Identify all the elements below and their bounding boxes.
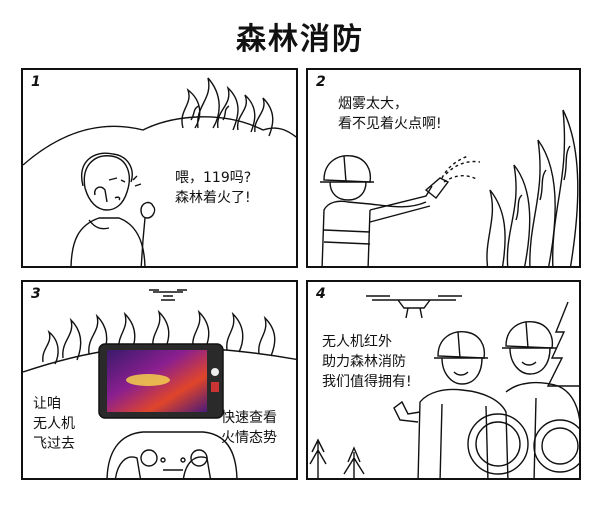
comic-panel-4: 4 无人机红外 助力森林消防 我们值得拥有! [306, 280, 581, 480]
comic-panel-2: 2 烟雾太大， 看不见着火点啊! [306, 68, 581, 268]
speech-line: 烟雾太大， [338, 96, 408, 112]
speech-line: 看不见着火点啊! [338, 116, 442, 132]
panel-number: 2 [316, 74, 326, 90]
panel-number: 1 [31, 74, 41, 90]
panel-2-speech: 烟雾太大， 看不见着火点啊! [338, 94, 442, 134]
speech-line: 无人机红外 [322, 334, 392, 350]
panel-4-drawing [309, 295, 579, 478]
panel-3-right-speech: 快速查看 火情态势 [221, 408, 277, 448]
comic-title: 森林消防 [236, 22, 364, 57]
speech-line: 助力森林消防 [322, 354, 406, 370]
panel-3-drawing [23, 289, 296, 478]
comic-panel-1: 1 喂，119吗? 森林着火了! [21, 68, 298, 268]
panel-2-drawing [320, 109, 579, 266]
panel-3-left-speech: 让咱 无人机 飞过去 [33, 394, 75, 454]
comic-panel-3: 3 让咱 无人机 飞过去 快速查看 火情态势 [21, 280, 298, 480]
speech-line: 喂，119吗? [175, 170, 252, 186]
speech-line: 无人机 [33, 416, 75, 432]
speech-line: 让咱 [33, 396, 61, 412]
speech-line: 火情态势 [221, 430, 277, 446]
speech-line: 森林着火了! [175, 190, 251, 206]
speech-line: 快速查看 [221, 410, 277, 426]
panel-number: 4 [316, 286, 326, 302]
speech-line: 我们值得拥有! [322, 374, 412, 390]
panel-1-speech: 喂，119吗? 森林着火了! [175, 168, 251, 208]
panel-number: 3 [31, 286, 41, 302]
panel-1-drawing [23, 77, 296, 266]
panel-4-speech: 无人机红外 助力森林消防 我们值得拥有! [322, 332, 412, 392]
speech-line: 飞过去 [33, 436, 75, 452]
